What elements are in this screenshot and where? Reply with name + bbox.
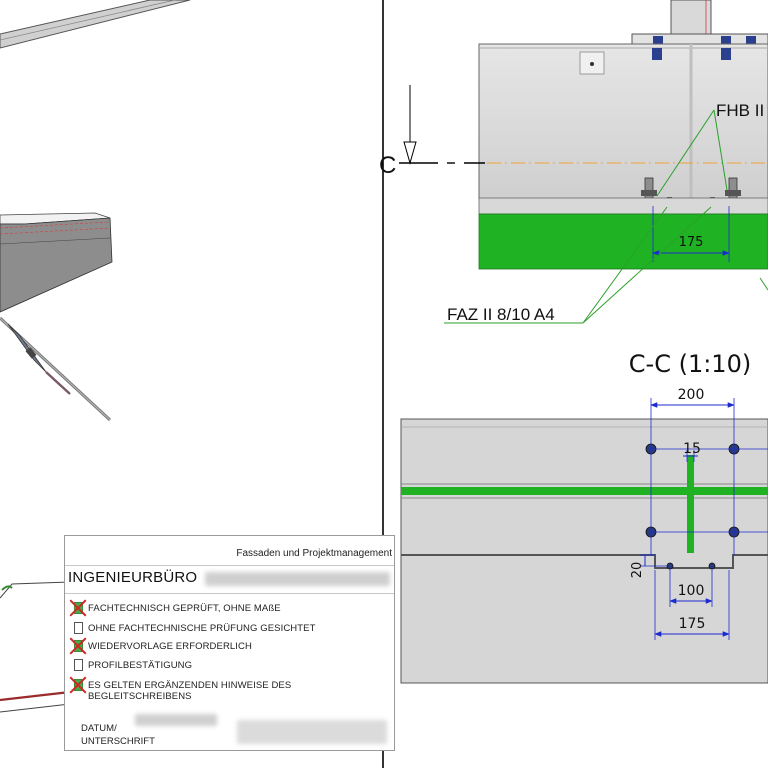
- dim-top-175: 175: [679, 235, 704, 250]
- dim-175: 175: [679, 616, 706, 632]
- iso-bottom-frame: [0, 581, 71, 713]
- section-marker: C: [379, 85, 485, 179]
- option-label-4: PROFILBESTÄTIGUNG: [88, 660, 193, 671]
- stamp-divider-2: [65, 593, 394, 594]
- stamp-office: INGENIEURBÜRO: [68, 569, 198, 586]
- approval-stamp: Fassaden und Projektmanagement INGENIEUR…: [64, 535, 395, 751]
- option-label-1: FACHTECHNISCH GEPRÜFT, OHNE MAßE: [88, 603, 281, 614]
- iso-block: [0, 212, 113, 313]
- section-title: C-C (1:10): [629, 350, 751, 378]
- cross-mark-icon: [67, 675, 89, 695]
- green-slab: [478, 213, 768, 270]
- option-label-5: ES GELTEN ERGÄNZENDEN HINWEISE DES BEGLE…: [88, 680, 292, 702]
- datum-label: DATUM/ UNTERSCHRIFT: [81, 722, 155, 748]
- cross-mark-icon: [67, 598, 89, 618]
- dim-20: 20: [630, 562, 645, 579]
- top-section-view: 175 FHB II FAZ II 8/10 A4 C: [379, 0, 768, 324]
- stamp-redacted-name: [205, 572, 390, 586]
- dim-200: 200: [678, 387, 705, 403]
- iso-top-beam: [0, 0, 191, 49]
- stamp-redacted-date: [135, 714, 217, 726]
- option-label-2: OHNE FACHTECHNISCHE PRÜFUNG GESICHTET: [88, 623, 316, 634]
- section-cc-view: C-C (1:10): [400, 350, 768, 684]
- stamp-company: Fassaden und Projektmanagement: [236, 548, 392, 559]
- option-checkbox-4[interactable]: [74, 659, 83, 671]
- label-faz: FAZ II 8/10 A4: [447, 305, 555, 324]
- section-marker-letter: C: [379, 152, 396, 179]
- stamp-divider: [65, 565, 394, 566]
- isometric-view: [0, 0, 191, 713]
- label-fhb: FHB II: [716, 101, 764, 120]
- datum-line-2: UNTERSCHRIFT: [81, 736, 155, 747]
- stamp-redacted-signature: [237, 720, 387, 744]
- iso-turnbuckle: [0, 316, 112, 422]
- option-label-3: WIEDERVORLAGE ERFORDERLICH: [88, 641, 252, 652]
- cross-mark-icon: [67, 636, 89, 656]
- dim-15: 15: [683, 441, 701, 457]
- option-checkbox-2[interactable]: [74, 622, 83, 634]
- dim-100: 100: [678, 583, 705, 599]
- cc-plate: [400, 418, 768, 684]
- datum-line-1: DATUM/: [81, 723, 117, 734]
